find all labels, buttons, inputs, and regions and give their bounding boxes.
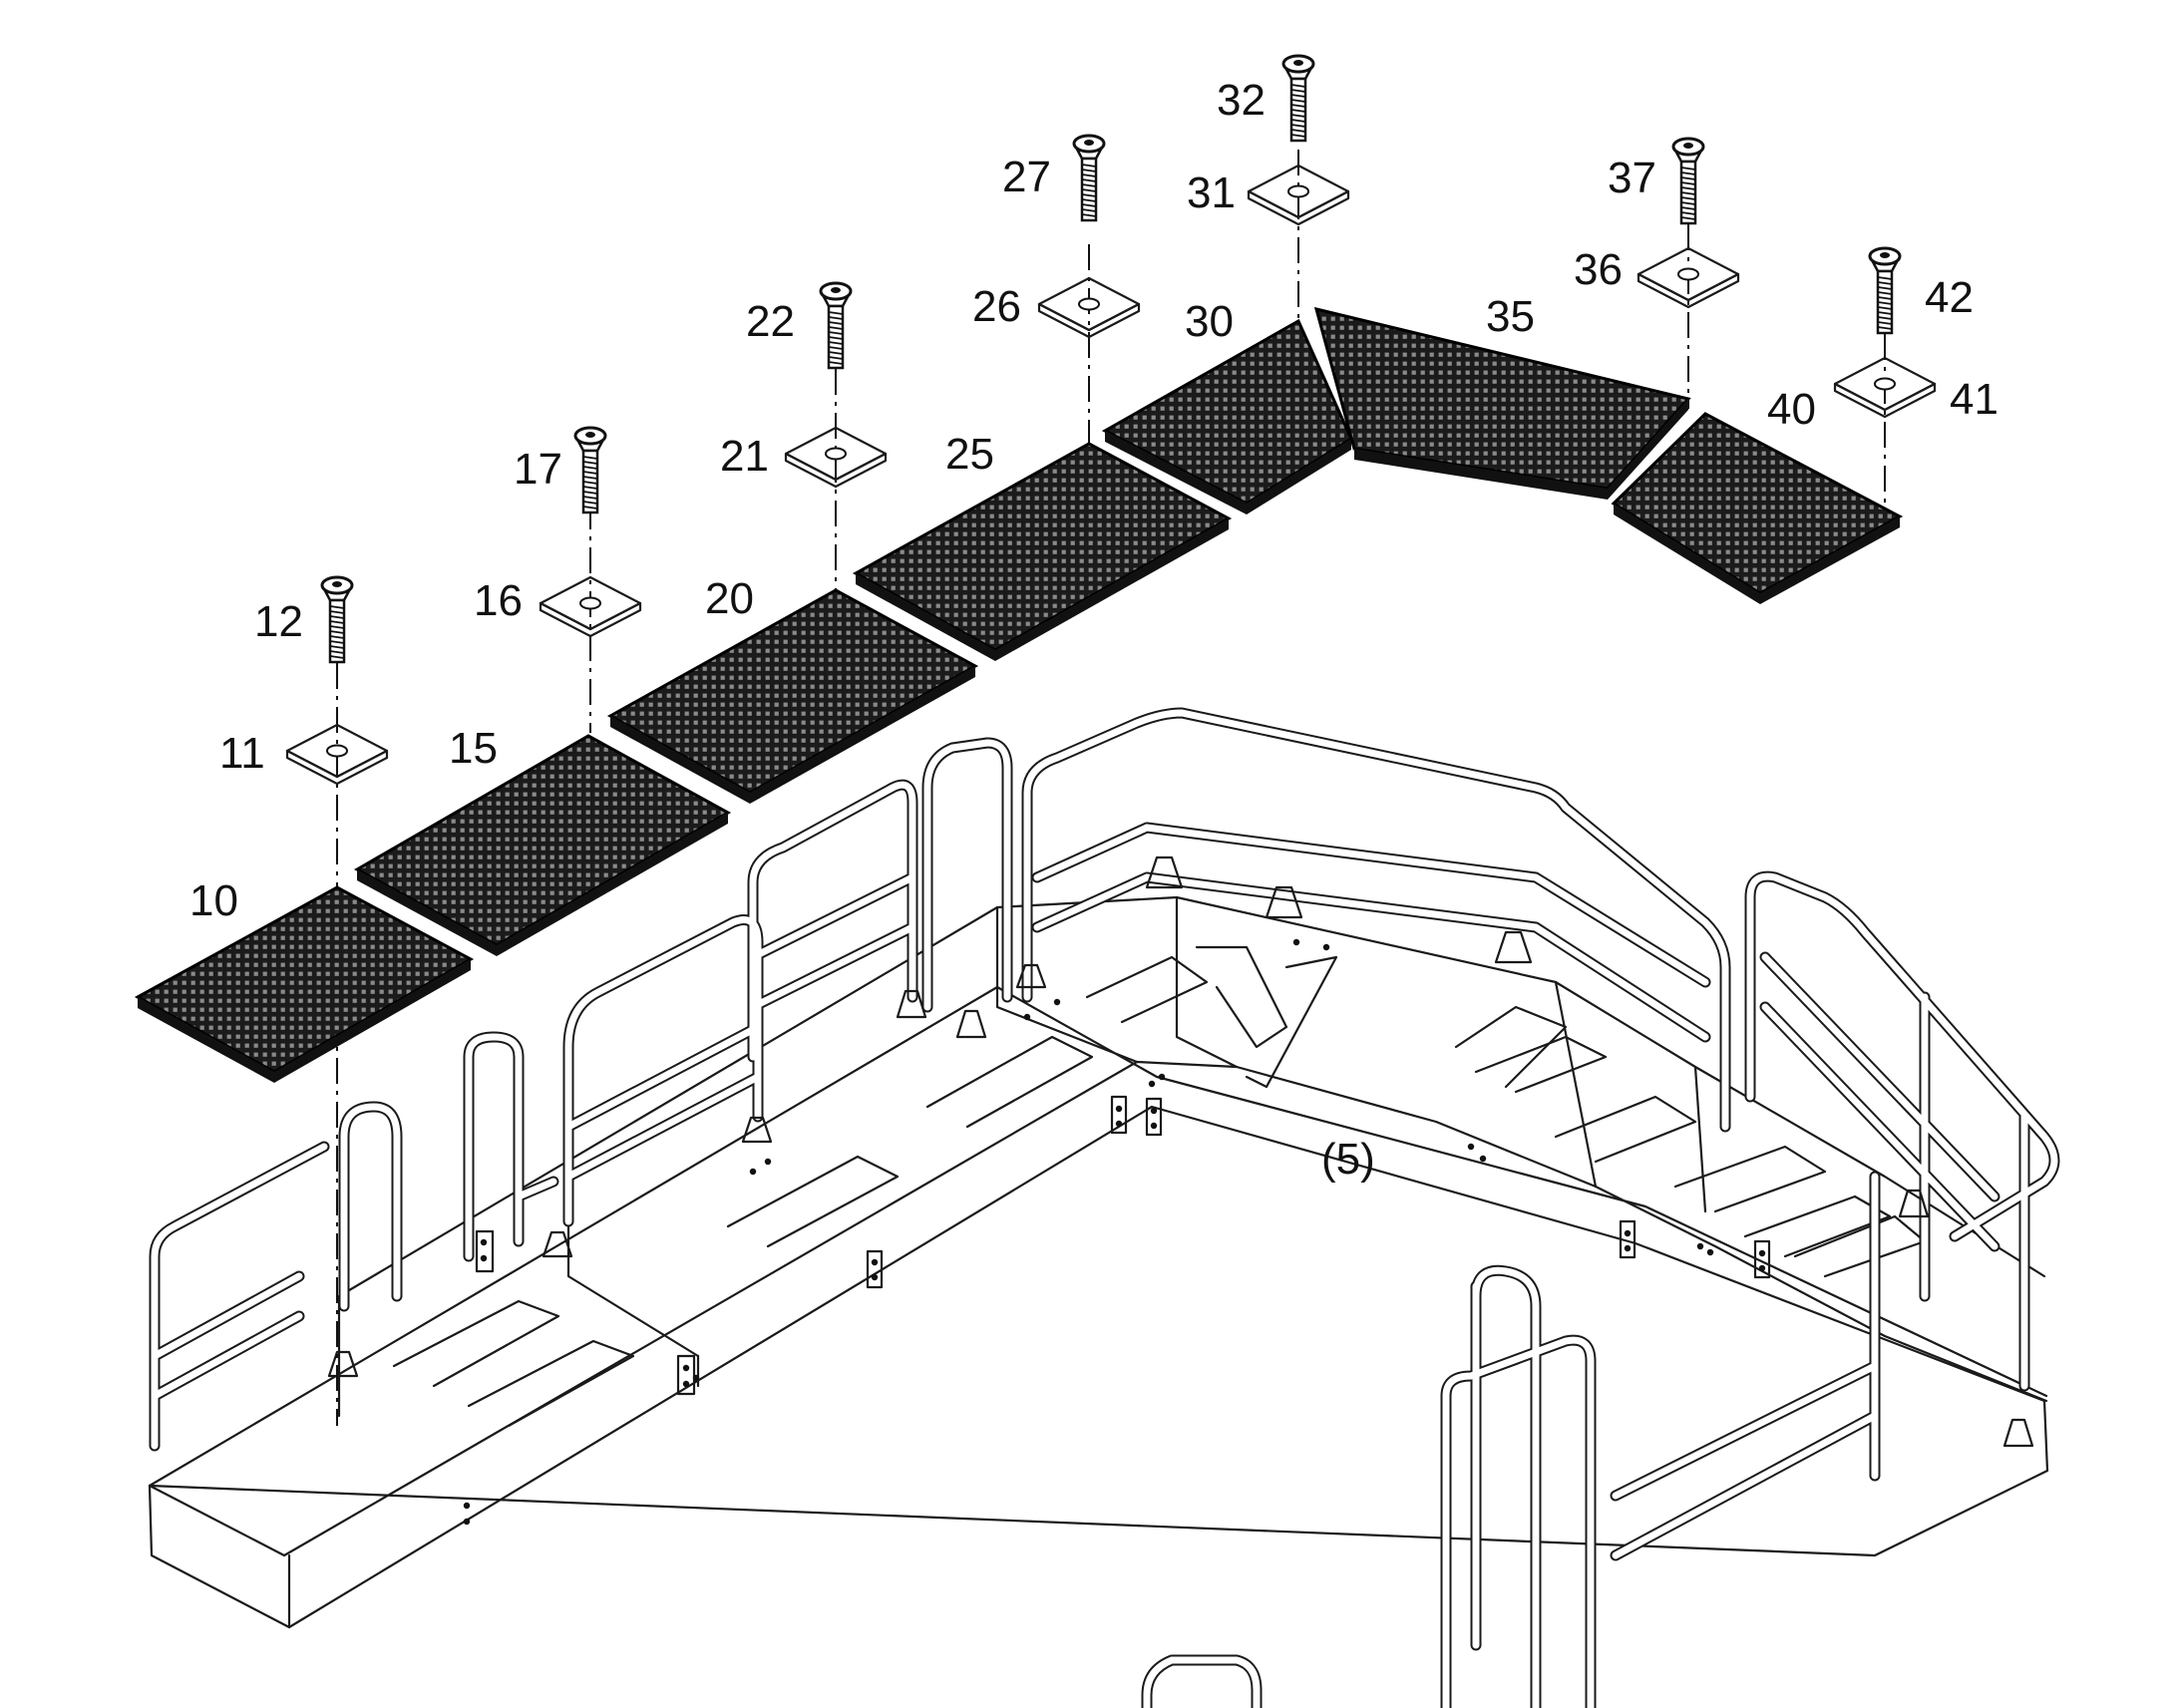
label-26: 26 <box>972 282 1021 331</box>
grating-10 <box>134 885 475 1083</box>
screw-22 <box>819 281 853 370</box>
grating-15 <box>353 734 732 956</box>
handrail-fill <box>151 709 2058 1708</box>
label-31: 31 <box>1187 169 1236 217</box>
label-35: 35 <box>1486 292 1535 341</box>
label-16: 16 <box>474 576 523 625</box>
grating-35 <box>1313 306 1691 500</box>
grating-20 <box>606 588 979 804</box>
washers <box>285 164 1937 786</box>
label-20: 20 <box>705 574 754 623</box>
deck-crossmembers <box>392 945 1927 1428</box>
screw-17 <box>573 426 607 514</box>
washer-16 <box>539 575 642 638</box>
screws <box>320 54 1902 664</box>
label-32: 32 <box>1217 76 1266 125</box>
label-11: 11 <box>219 729 265 778</box>
label-36: 36 <box>1574 245 1623 294</box>
label-25: 25 <box>945 430 994 479</box>
label-21: 21 <box>720 432 769 481</box>
explode-centerlines <box>336 150 1886 1426</box>
screw-32 <box>1281 54 1315 143</box>
screw-42 <box>1868 246 1902 335</box>
label-15: 15 <box>449 724 498 773</box>
part-labels: 10 11 12 15 16 17 20 21 22 25 26 27 30 3… <box>189 76 1998 1184</box>
washer-36 <box>1636 246 1740 309</box>
grating-25 <box>852 442 1233 661</box>
label-22: 22 <box>746 297 795 346</box>
label-17: 17 <box>514 445 562 494</box>
gratings <box>134 306 1904 1083</box>
label-30: 30 <box>1185 297 1234 346</box>
screw-27 <box>1072 134 1106 222</box>
washer-11 <box>285 723 389 786</box>
label-40: 40 <box>1767 385 1816 434</box>
label-41: 41 <box>1950 375 1998 424</box>
washer-21 <box>784 426 888 489</box>
label-27: 27 <box>1002 153 1051 201</box>
grating-40 <box>1611 412 1904 604</box>
grating-30 <box>1101 318 1353 514</box>
label-42: 42 <box>1925 273 1974 322</box>
label-10: 10 <box>189 876 238 925</box>
screw-37 <box>1671 137 1705 225</box>
washer-26 <box>1037 276 1141 339</box>
washer-31 <box>1247 164 1350 226</box>
handrails <box>149 707 2060 1708</box>
post-brackets <box>327 855 2034 1448</box>
splice-plates <box>463 938 1771 1526</box>
washer-41 <box>1833 356 1937 419</box>
label-37: 37 <box>1608 154 1656 202</box>
screw-12 <box>320 575 354 664</box>
label-12: 12 <box>254 597 303 646</box>
assembly-ref-label: (5) <box>1321 1135 1375 1184</box>
platform-frame <box>148 895 2049 1629</box>
